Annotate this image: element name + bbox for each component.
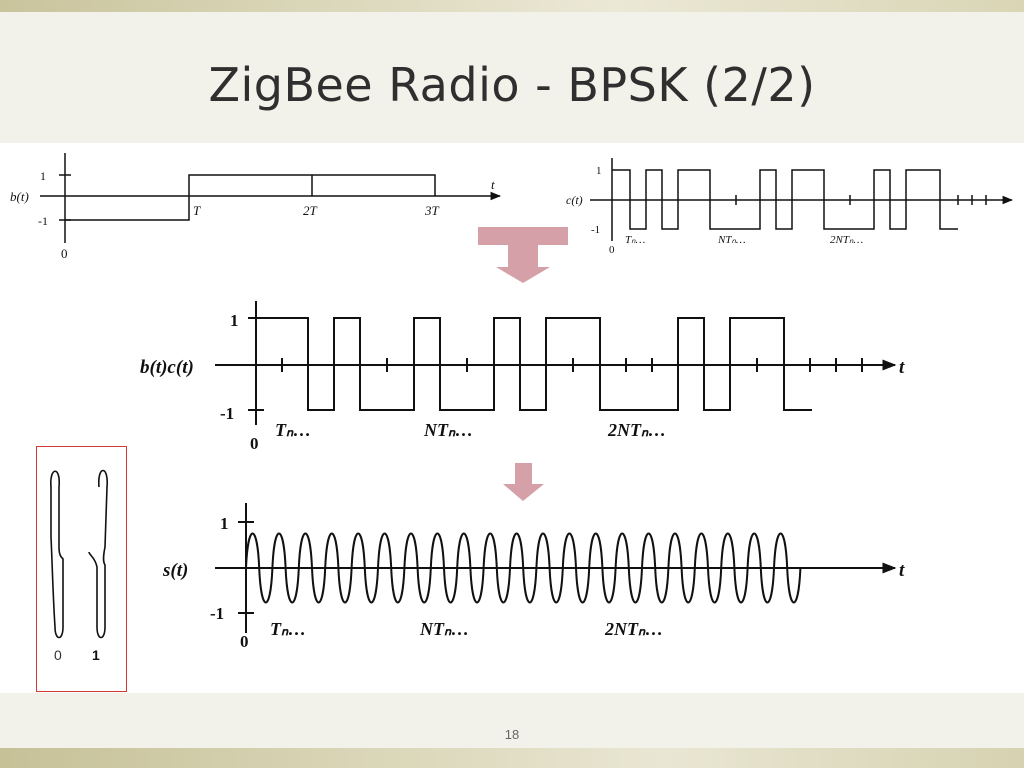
st-level-high: 1: [220, 514, 229, 533]
st-level-low: -1: [210, 604, 224, 623]
ct-level-high: 1: [596, 165, 602, 177]
ct-tick-label-tc: Tₙ…: [625, 234, 646, 246]
phase-legend-box: 0 1: [36, 446, 127, 692]
phase-one-sketch: [88, 469, 108, 639]
ct-level-low: -1: [591, 224, 600, 236]
bt-axis-label: t: [491, 177, 495, 192]
legend-zero-label: 0: [54, 647, 62, 663]
down-arrow-1: [478, 227, 568, 283]
phase-zero-sketch: [50, 470, 64, 639]
bt-tick-label-t: T: [193, 203, 201, 218]
ct-plot: c(t) 1 -1 0 Tₙ… NTₙ… 2NTₙ…: [566, 158, 1014, 256]
bt-waveform: [65, 174, 436, 221]
bt-signal-label: b(t): [10, 189, 29, 204]
bt-tick-label-2t: 2T: [303, 203, 318, 218]
bpsk-diagram: b(t) 1 -1 0 T 2T 3T t c(t) 1 -1 0: [10, 153, 1014, 651]
bt-level-low: -1: [38, 214, 48, 228]
top-decor-band: [0, 0, 1024, 12]
phase-legend-sketch: [50, 469, 108, 639]
btct-tick-label-ntc: NTₙ…: [423, 420, 473, 440]
down-arrow-2: [503, 463, 544, 501]
st-signal-label: s(t): [162, 560, 188, 581]
btct-tick-label-2ntc: 2NTₙ…: [607, 420, 666, 440]
btct-signal-label: b(t)c(t): [140, 357, 194, 378]
ct-origin: 0: [609, 244, 615, 256]
bottom-decor-band: [0, 748, 1024, 768]
st-plot: s(t) 1 -1 0 Tₙ… NTₙ… 2NTₙ… t: [162, 503, 905, 651]
bt-origin: 0: [61, 246, 68, 261]
btct-origin: 0: [250, 434, 259, 453]
ct-ticks: [735, 195, 987, 205]
ct-signal-label: c(t): [566, 193, 583, 207]
st-origin: 0: [240, 632, 249, 651]
ct-waveform: [612, 169, 958, 230]
st-tick-label-ntc: NTₙ…: [419, 619, 469, 639]
ct-tick-label-ntc: NTₙ…: [717, 234, 746, 246]
bt-plot: b(t) 1 -1 0 T 2T 3T t: [10, 153, 502, 261]
btct-waveform: [256, 317, 812, 411]
diagram-area: b(t) 1 -1 0 T 2T 3T t c(t) 1 -1 0: [0, 143, 1024, 693]
slide-title: ZigBee Radio - BPSK (2/2): [208, 58, 816, 112]
page-number: 18: [504, 727, 520, 742]
btct-tick-label-tc: Tₙ…: [275, 420, 311, 440]
btct-level-low: -1: [220, 404, 234, 423]
bt-level-high: 1: [40, 169, 46, 183]
st-tick-label-2ntc: 2NTₙ…: [604, 619, 663, 639]
legend-one-label: 1: [92, 647, 100, 663]
st-tick-label-tc: Tₙ…: [270, 619, 306, 639]
btct-plot: b(t)c(t) 1 -1 0 Tₙ… NTₙ… 2NTₙ… t: [140, 301, 905, 453]
st-axis-label: t: [899, 560, 905, 581]
btct-ticks: [281, 358, 863, 372]
bt-tick-label-3t: 3T: [424, 203, 440, 218]
btct-level-high: 1: [230, 311, 239, 330]
btct-axis-label: t: [899, 357, 905, 378]
ct-tick-label-2ntc: 2NTₙ…: [830, 234, 863, 246]
st-waveform: [245, 532, 802, 604]
